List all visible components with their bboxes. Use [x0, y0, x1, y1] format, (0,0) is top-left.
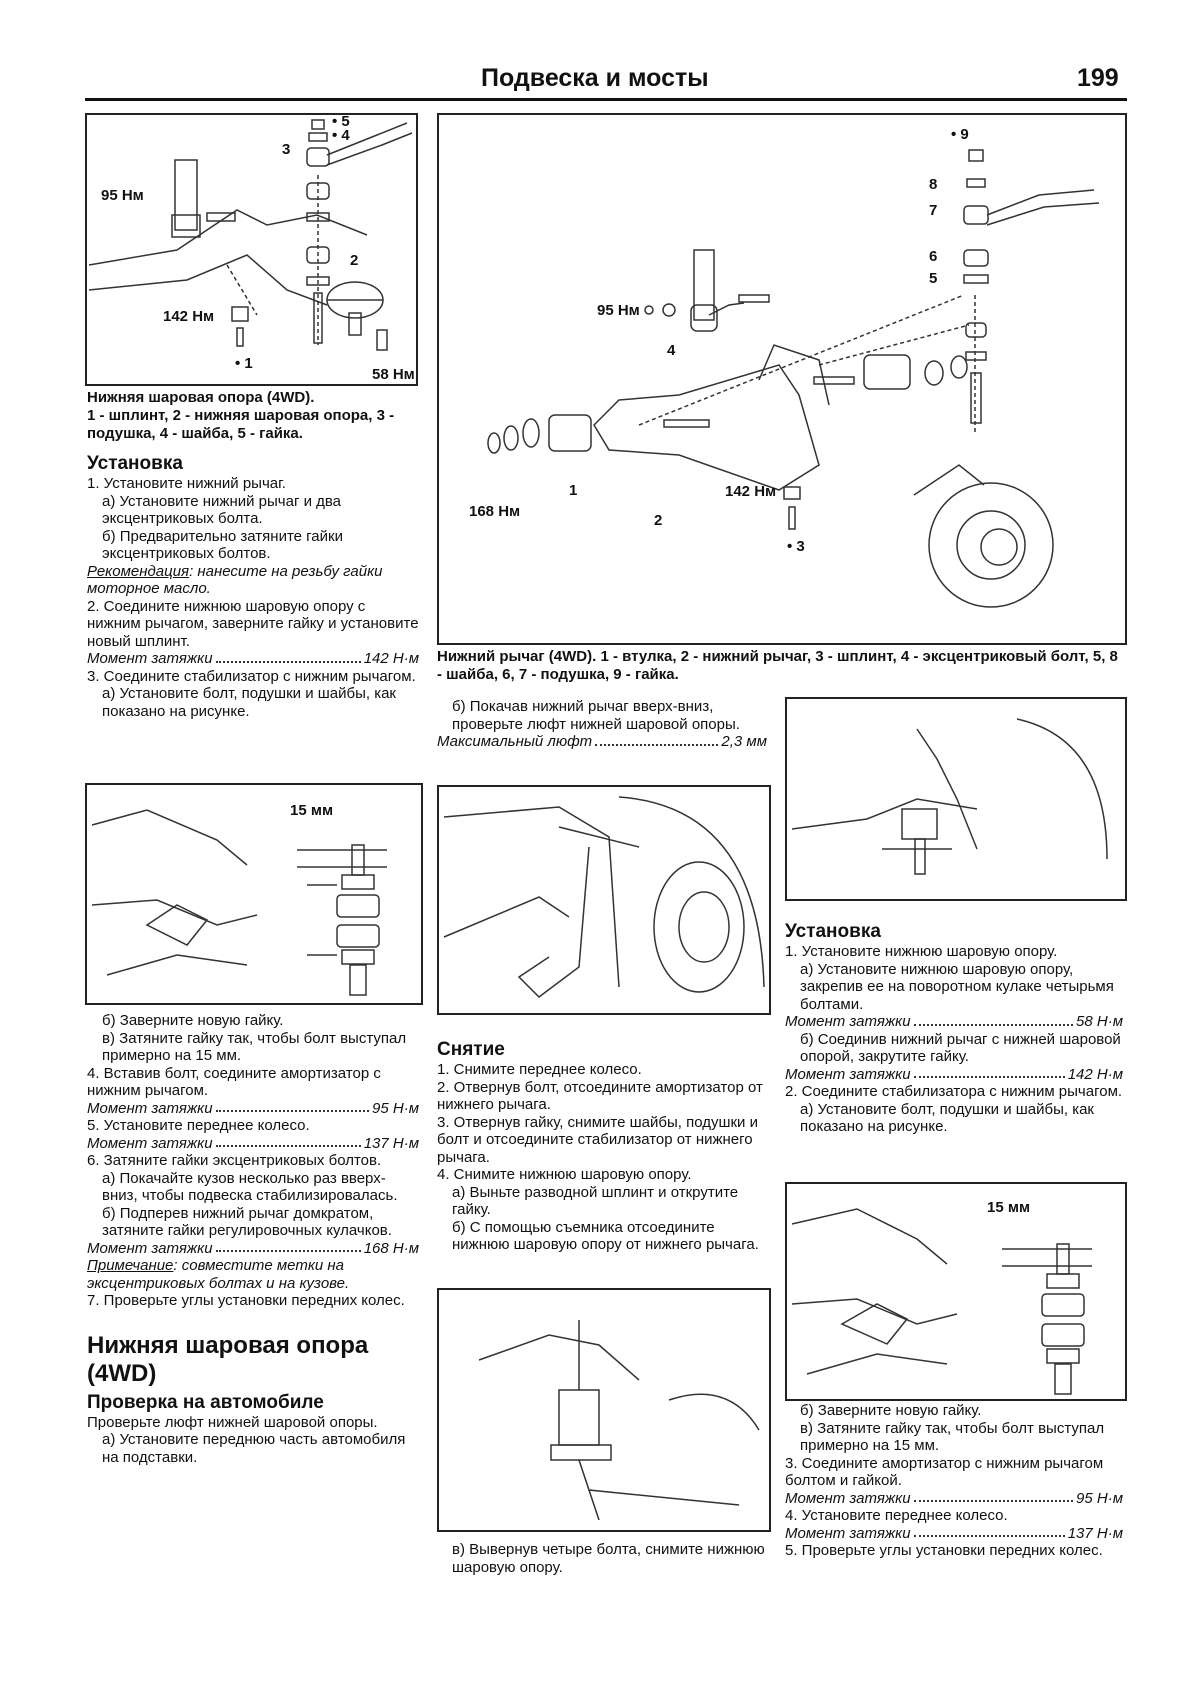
check-1: Проверьте люфт нижней шаровой опоры.	[87, 1413, 378, 1431]
label-6: 6	[929, 248, 937, 265]
step-1b: б) Предварительно затяните гайки эксцент…	[102, 527, 343, 563]
removal-1: 1. Снимите переднее колесо.	[437, 1061, 642, 1078]
figure-caption-title: Нижняя шаровая опора (4WD).	[87, 389, 315, 406]
step-2: 2. Соедините нижнюю шаровую опору с нижн…	[87, 597, 419, 650]
label-142nm: 142 Нм	[725, 483, 776, 500]
note: Примечание: совместите метки на эксцентр…	[87, 1257, 350, 1292]
step-1: 1. Установите нижний рычаг.	[87, 475, 286, 492]
label-3: 3	[282, 141, 290, 158]
step-4: 4. Вставив болт, соедините амортизатор с…	[87, 1064, 381, 1100]
label-8: 8	[929, 176, 937, 193]
install-2b: б) Заверните новую гайку.	[800, 1402, 982, 1419]
step-1a: а) Установите нижний рычаг и два эксцент…	[102, 492, 342, 528]
label-2: 2	[654, 512, 662, 529]
header-rule	[85, 98, 1127, 101]
label-5: 5	[929, 270, 937, 287]
label-4: 4	[667, 342, 676, 359]
step-3b: б) Заверните новую гайку.	[102, 1012, 284, 1029]
column-1-lower: б) Заверните новую гайку. в) Затяните га…	[87, 1012, 419, 1466]
recommendation: Рекомендация: нанесите на резьбу гайки м…	[87, 563, 419, 598]
label-168nm: 168 Нм	[469, 503, 520, 520]
check-1a: а) Установите переднюю часть автомобиля …	[102, 1431, 406, 1466]
column-3-lower: б) Заверните новую гайку. в) Затяните га…	[785, 1402, 1123, 1560]
install-1: 1. Установите нижнюю шаровую опору.	[785, 943, 1058, 960]
label-142nm: 142 Нм	[163, 308, 214, 325]
step-6b: б) Подперев нижний рычаг домкратом, затя…	[102, 1204, 392, 1240]
install-2: 2. Соедините стабилизатора с нижним рыча…	[785, 1083, 1123, 1100]
removal-2: 2. Отвернув болт, отсоедините амортизато…	[437, 1078, 763, 1114]
removal-4: 4. Снимите нижнюю шаровую опору.	[437, 1166, 692, 1183]
heading-install-2: Установка	[785, 921, 881, 942]
label-95nm: 95 Нм	[597, 302, 640, 319]
column-2-bottom: в) Вывернув четыре болта, снимите нижнюю…	[437, 1541, 767, 1576]
figure-caption-legend: 1 - шплинт, 2 - нижняя шаровая опора, 3 …	[87, 407, 395, 442]
install-1b: б) Соединив нижний рычаг с нижней шарово…	[800, 1030, 1121, 1066]
install-3: 3. Соедините амортизатор с нижним рычаго…	[785, 1454, 1104, 1490]
step-3a: а) Установите болт, подушки и шайбы, как…	[102, 685, 396, 720]
label-5: • 5	[332, 115, 350, 130]
heading-check: Проверка на автомобиле	[87, 1391, 324, 1413]
label-58nm: 58 Нм	[372, 366, 415, 383]
install-2c: в) Затяните гайку так, чтобы болт выступ…	[800, 1419, 1105, 1455]
install-1a: а) Установите нижнюю шаровую опору, закр…	[800, 960, 1114, 1013]
step-3c: в) Затяните гайку так, чтобы болт выступ…	[102, 1029, 407, 1065]
label-1: 1	[569, 482, 577, 499]
label-2: 2	[350, 252, 358, 269]
figure-puller	[437, 1288, 771, 1532]
rec-text: : нанесите на резьбу гайки моторное масл…	[87, 562, 383, 598]
label-15mm: 15 мм	[987, 1199, 1030, 1216]
section-title: Нижняя шаровая опора (4WD)	[87, 1331, 369, 1387]
install-4: 4. Установите переднее колесо.	[785, 1507, 1008, 1524]
label-7: 7	[929, 202, 937, 219]
page-title: Подвеска и мосты	[481, 64, 709, 92]
removal-4b: б) С помощью съемника отсоедините нижнюю…	[452, 1218, 759, 1254]
column-2-removal: Снятие 1. Снимите переднее колесо. 2. От…	[437, 1029, 767, 1254]
label-95nm: 95 Нм	[101, 187, 144, 204]
step-7: 7. Проверьте углы установки передних кол…	[87, 1292, 405, 1309]
heading-install: Установка	[87, 453, 183, 474]
check-1b: б) Покачав нижний рычаг вверх-вниз, пров…	[452, 698, 740, 733]
install-2a: а) Установите болт, подушки и шайбы, как…	[800, 1100, 1094, 1136]
figure-lower-arm-4wd: 95 Нм 168 Нм 142 Нм 1 2 • 3 4 5 6 7 8 • …	[437, 113, 1127, 645]
step-5: 5. Установите переднее колесо.	[87, 1117, 310, 1134]
label-9: • 9	[951, 126, 969, 143]
step-6a: а) Покачайте кузов несколько раз вверх-в…	[102, 1169, 398, 1205]
step-6: 6. Затяните гайки эксцентриковых болтов.	[87, 1152, 382, 1169]
label-15mm: 15 мм	[290, 802, 333, 819]
label-3: • 3	[787, 538, 805, 555]
column-1: Нижняя шаровая опора (4WD). 1 - шплинт, …	[87, 389, 419, 720]
figure-caption-lower-arm: Нижний рычаг (4WD). 1 - втулка, 2 - нижн…	[437, 648, 1118, 683]
label-1: • 1	[235, 355, 253, 372]
removal-4a: а) Выньте разводной шплинт и открутите г…	[452, 1183, 739, 1219]
step-3: 3. Соедините стабилизатор с нижним рычаг…	[87, 667, 416, 685]
rec-label: Рекомендация	[87, 562, 190, 580]
removal-4c: в) Вывернув четыре болта, снимите нижнюю…	[452, 1541, 765, 1576]
figure-ball-joint-install	[785, 697, 1127, 901]
column-2-top: б) Покачав нижний рычаг вверх-вниз, пров…	[437, 698, 767, 751]
label-4: • 4	[332, 127, 350, 144]
removal-3: 3. Отвернув гайку, снимите шайбы, подушк…	[437, 1113, 758, 1166]
figure-ball-joint-4wd: 95 Нм 142 Нм 58 Нм • 1 2 3 • 4 • 5	[85, 113, 418, 386]
figure-stabilizer-15mm-left: 15 мм	[85, 783, 423, 1005]
figure-stabilizer-15mm-right: 15 мм	[785, 1182, 1127, 1401]
figure-play-check	[437, 785, 771, 1015]
page-number: 199	[1077, 64, 1119, 92]
install-5: 5. Проверьте углы установки передних кол…	[785, 1542, 1103, 1559]
heading-removal: Снятие	[437, 1039, 505, 1060]
column-3: Установка 1. Установите нижнюю шаровую о…	[785, 911, 1123, 1136]
